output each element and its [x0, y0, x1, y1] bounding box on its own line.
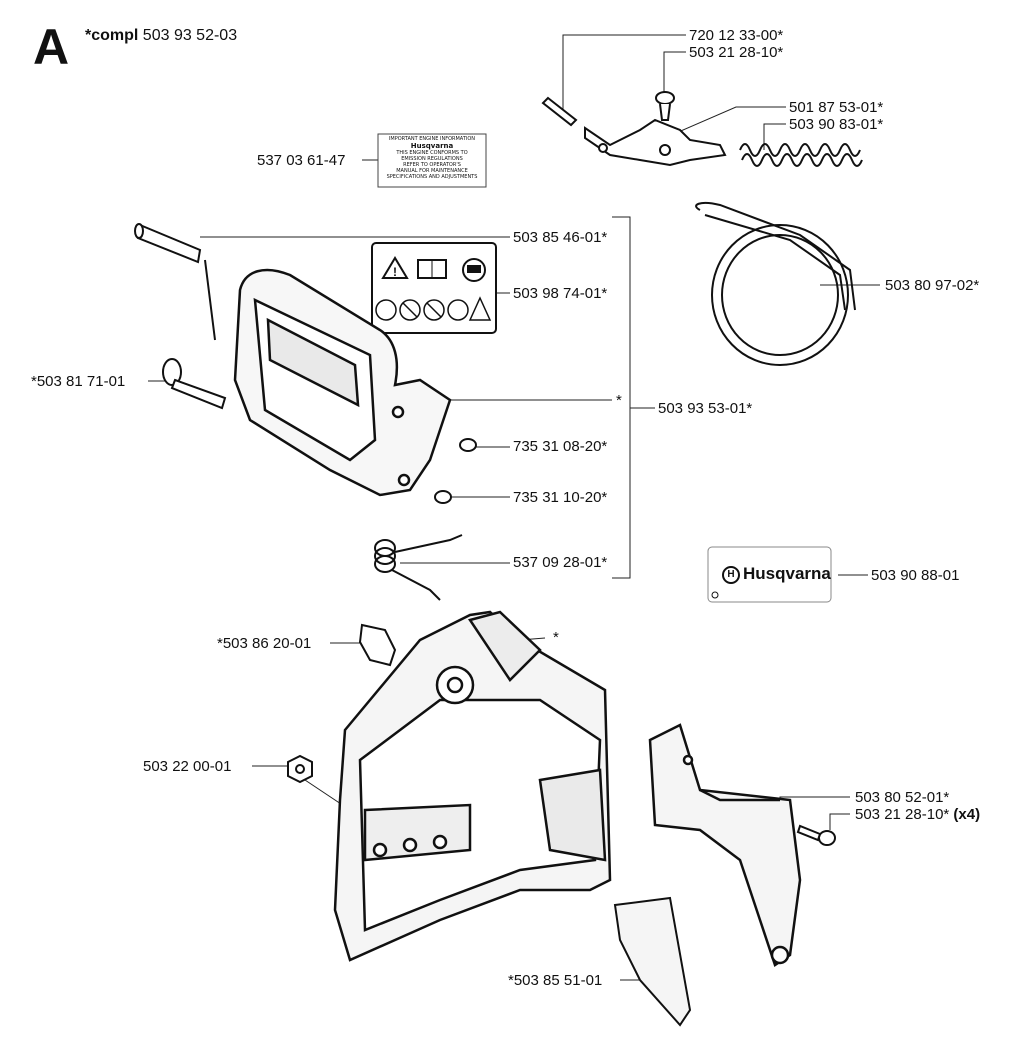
- torsion-spring-part: [374, 534, 463, 601]
- part-number-503-21-28-10-bottom: 503 21 28-10*: [855, 806, 950, 823]
- plate-part: [613, 896, 692, 1027]
- circlip-part-a: [459, 438, 477, 452]
- part-label-star-mid: *: [616, 392, 622, 409]
- part-label-503-21-28-10-bottom: 503 21 28-10* (x4): [855, 806, 980, 823]
- part-label-503-86-20-01: *503 86 20-01: [217, 635, 312, 652]
- sticker-line-1: IMPORTANT ENGINE INFORMATION: [388, 136, 476, 142]
- warning-decal: !: [371, 242, 497, 334]
- bushing-part: [162, 358, 227, 410]
- sticker-line-4: EMISSION REGULATIONS: [401, 156, 463, 162]
- brake-band-part: [695, 201, 856, 366]
- part-label-503-80-97-02: 503 80 97-02*: [885, 277, 980, 294]
- svg-text:!: !: [393, 265, 397, 279]
- sticker-line-5: REFER TO OPERATOR'S: [403, 162, 461, 168]
- husqvarna-decal-text: Husqvarna: [743, 564, 831, 583]
- chain-guard-part: [648, 723, 802, 967]
- part-label-star-lower: *: [553, 629, 559, 646]
- sticker-line-6: MANUAL FOR MAINTENANCE: [396, 168, 468, 174]
- part-label-503-21-28-10-top: 503 21 28-10*: [689, 44, 784, 61]
- sticker-line-7: SPECIFICATIONS AND ADJUSTMENTS: [386, 174, 478, 180]
- part-label-503-85-46-01: 503 85 46-01*: [513, 229, 608, 246]
- part-label-735-31-10-20: 735 31 10-20*: [513, 489, 608, 506]
- part-label-503-22-00-01: 503 22 00-01: [143, 758, 232, 775]
- sticker-line-3: THIS ENGINE CONFORMS TO: [396, 150, 468, 156]
- brake-handle-cover: [233, 268, 452, 497]
- pin-part: [541, 96, 578, 127]
- part-label-720-12-33-00: 720 12 33-00*: [689, 27, 784, 44]
- clutch-cover-housing: [333, 610, 612, 962]
- complete-assembly-number: *compl 503 93 52-03: [85, 27, 237, 45]
- bolt-part: [134, 223, 216, 341]
- engine-info-sticker: [377, 133, 487, 188]
- husqvarna-logo-icon: H: [722, 565, 740, 584]
- compl-prefix: *compl: [85, 27, 139, 44]
- part-label-503-98-74-01: 503 98 74-01*: [513, 285, 608, 302]
- circlip-part-b: [434, 490, 452, 504]
- husqvarna-decal: [707, 546, 832, 603]
- quantity-x4: (x4): [953, 806, 981, 823]
- screw-part-top: [655, 91, 675, 121]
- part-label-503-80-52-01: 503 80 52-01*: [855, 789, 950, 806]
- part-label-735-31-08-20: 735 31 08-20*: [513, 438, 608, 455]
- nut-part: [287, 754, 313, 784]
- screw-part-bottom: [796, 824, 836, 846]
- part-label-503-85-51-01: *503 85 51-01: [508, 972, 603, 989]
- brake-link-part: [584, 118, 727, 167]
- compl-number: 503 93 52-03: [142, 27, 238, 44]
- part-label-503-90-83-01: 503 90 83-01*: [789, 116, 884, 133]
- spring-part: [739, 143, 863, 167]
- clip-part: [358, 623, 397, 667]
- part-label-501-87-53-01: 501 87 53-01*: [789, 99, 884, 116]
- part-label-503-90-88-01: 503 90 88-01: [871, 567, 960, 584]
- section-letter: A: [33, 19, 70, 75]
- part-label-503-81-71-01: *503 81 71-01: [31, 373, 126, 390]
- part-label-537-09-28-01: 537 09 28-01*: [513, 554, 608, 571]
- engine-info-sticker-text: IMPORTANT ENGINE INFORMATION Husqvarna T…: [380, 136, 484, 180]
- sticker-brand: Husqvarna: [410, 142, 454, 150]
- part-label-503-93-53-01: 503 93 53-01*: [658, 400, 753, 417]
- part-label-537-03-61-47: 537 03 61-47: [257, 152, 346, 169]
